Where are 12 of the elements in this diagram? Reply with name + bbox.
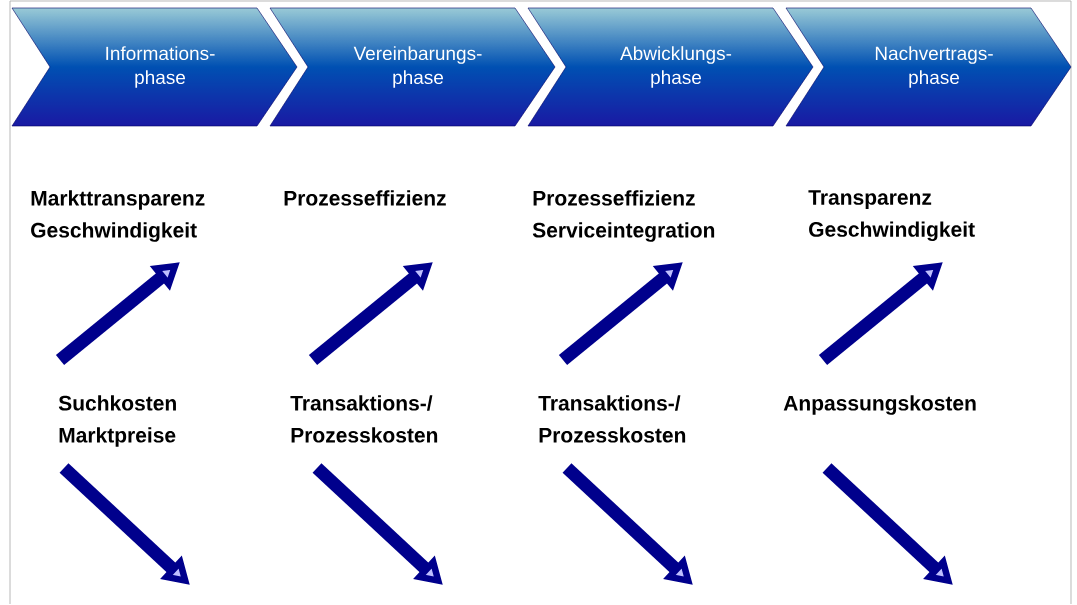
- phase-step: Abwicklungs- phase: [527, 7, 814, 127]
- label: Transaktions-/ Prozesskosten: [290, 395, 438, 443]
- label: Prozesseffizienz: [284, 190, 446, 206]
- phase-step: Informations- phase: [11, 7, 298, 127]
- phase-step: Vereinbarungs- phase: [269, 7, 556, 127]
- label: Transparenz Geschwindigkeit: [808, 190, 975, 242]
- label: Markttransparenz Geschwindigkeit: [31, 190, 205, 242]
- label: Prozesseffizienz Serviceintegration: [532, 190, 715, 242]
- label: Suchkosten Marktpreise: [58, 395, 176, 447]
- label: Anpassungskosten: [783, 395, 976, 415]
- label: Transaktions-/ Prozesskosten: [538, 395, 686, 443]
- phase-step: Nachvertrags- phase: [785, 7, 1072, 127]
